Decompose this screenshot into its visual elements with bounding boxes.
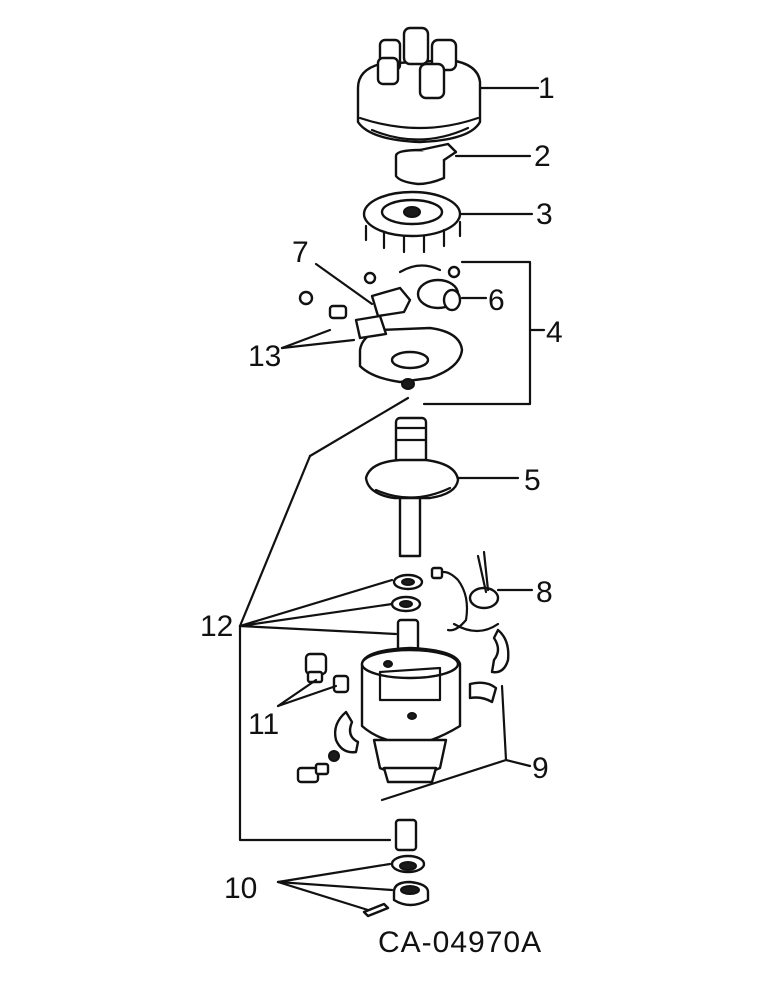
callout-1: 1	[538, 72, 555, 105]
callout-2: 2	[534, 140, 551, 173]
callout-10: 10	[224, 872, 257, 905]
callout-7: 7	[292, 236, 309, 269]
callout-13: 13	[248, 340, 281, 373]
callout-5: 5	[524, 464, 541, 497]
callout-8: 8	[536, 576, 553, 609]
breaker-plate-assembly	[280, 260, 546, 406]
screws	[276, 652, 350, 708]
drive-collar-and-pin	[276, 854, 430, 918]
spring-clips	[333, 628, 532, 802]
lower-bushing	[238, 624, 418, 852]
callout-11: 11	[248, 708, 279, 741]
distributor-housing	[360, 646, 462, 784]
dust-shield	[362, 190, 534, 254]
callout-3: 3	[536, 198, 553, 231]
washers-and-bushing	[238, 396, 424, 652]
adjusting-screw	[296, 750, 340, 784]
drawing-code: CA-04970A	[378, 926, 542, 959]
distributor-cap	[356, 26, 540, 144]
callout-9: 9	[532, 752, 549, 785]
rotor	[394, 142, 532, 186]
lead-wire-assembly	[430, 550, 534, 633]
callout-12: 12	[200, 610, 233, 643]
callout-6: 6	[488, 284, 505, 317]
distributor-shaft	[364, 416, 520, 558]
callout-4: 4	[546, 316, 563, 349]
